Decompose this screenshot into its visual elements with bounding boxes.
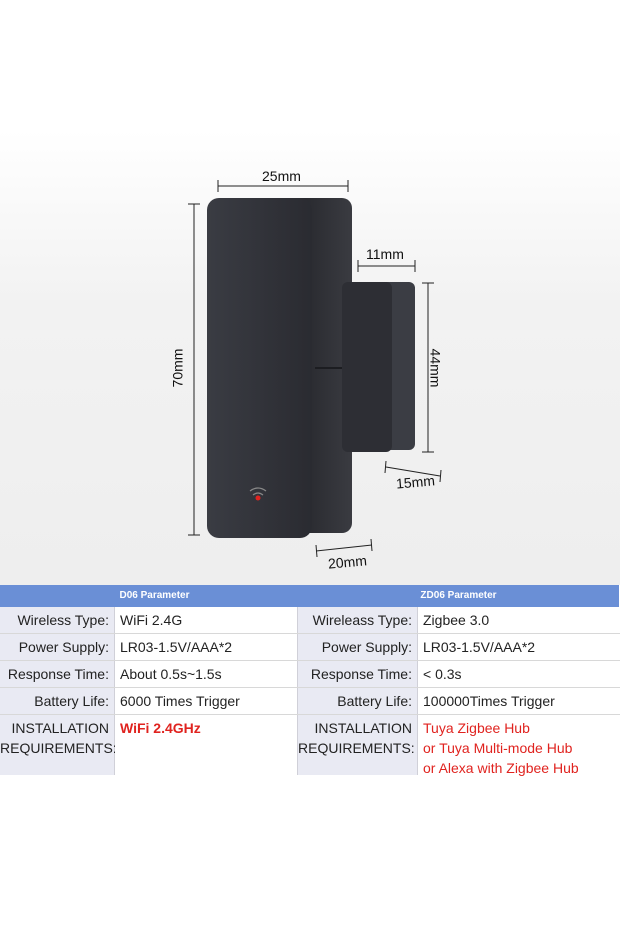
- sensor-body: [207, 198, 312, 538]
- magnet-depth-label: 15mm: [395, 472, 436, 492]
- d06-table: D06 Parameter Wireless Type: WiFi 2.4G P…: [0, 585, 310, 775]
- table-row: Battery Life: 6000 Times Trigger: [0, 688, 310, 715]
- table-row: Power Supply: LR03-1.5V/AAA*2: [0, 634, 310, 661]
- install-row: INSTALLATION REQUIREMENTS: Tuya Zigbee H…: [298, 715, 620, 776]
- install-value: Tuya Zigbee Hub or Tuya Multi-mode Hub o…: [418, 715, 620, 776]
- magnet-body: [342, 282, 392, 452]
- install-value: WiFi 2.4GHz: [115, 715, 298, 775]
- table-row: Response Time: < 0.3s: [298, 661, 620, 688]
- depth-label: 20mm: [327, 552, 368, 572]
- magnet-width-label: 11mm: [366, 246, 404, 262]
- table-row: Power Supply: LR03-1.5V/AAA*2: [298, 634, 620, 661]
- magnet-height-label: 44mm: [427, 348, 444, 388]
- zd06-header: ZD06 Parameter: [298, 585, 620, 607]
- install-row: INSTALLATION REQUIREMENTS: WiFi 2.4GHz: [0, 715, 310, 775]
- product-photo: 25mm 70mm 11mm 44mm 15mm 20mm: [0, 0, 620, 585]
- device-drawing: [188, 180, 442, 558]
- table-row: Wireleass Type: Zigbee 3.0: [298, 607, 620, 634]
- table-row: Response Time: About 0.5s~1.5s: [0, 661, 310, 688]
- d06-header: D06 Parameter: [0, 585, 310, 607]
- table-row: Wireless Type: WiFi 2.4G: [0, 607, 310, 634]
- zd06-table: ZD06 Parameter Wireleass Type: Zigbee 3.…: [298, 585, 620, 776]
- table-row: Battery Life: 100000Times Trigger: [298, 688, 620, 715]
- width-label: 25mm: [262, 168, 301, 184]
- height-label: 70mm: [169, 348, 186, 388]
- wifi-indicator-icon: [249, 487, 267, 496]
